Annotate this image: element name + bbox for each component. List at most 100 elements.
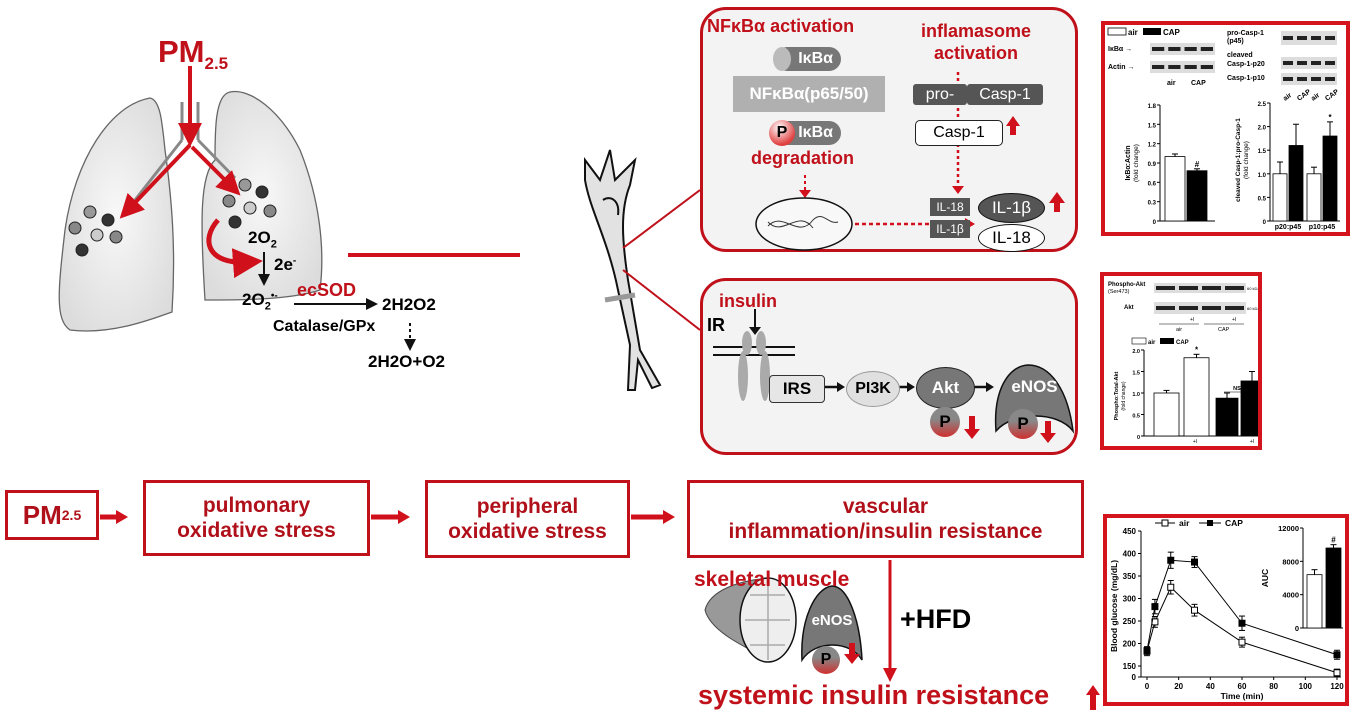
bar — [1215, 397, 1239, 437]
dna-nucleus — [755, 197, 853, 251]
ikba-oval — [773, 47, 791, 71]
blot-band — [1225, 286, 1244, 290]
significance-label: # — [1195, 160, 1200, 169]
left-lung — [58, 97, 175, 332]
dna-icon — [767, 216, 839, 228]
data-point — [1143, 647, 1151, 655]
il1b-product: IL-1β — [978, 193, 1045, 223]
blot-label-actin: Actin → — [1108, 64, 1134, 71]
outcome-up-arrow — [1086, 685, 1100, 710]
blot-band — [1156, 306, 1175, 310]
y-axis-label: cleaved Casp-1:pro-Casp-1 — [1235, 118, 1242, 202]
legend-air-label: air — [1148, 340, 1156, 346]
y-tick-label: 0.6 — [1148, 181, 1157, 187]
blot-band — [1184, 47, 1197, 51]
blot-band — [1200, 65, 1213, 69]
y-tick-label: 0.5 — [1258, 196, 1267, 202]
blot-lane-label: air — [1310, 92, 1321, 103]
degradation-label: degradation — [751, 148, 855, 168]
connector-bottom — [622, 269, 700, 331]
blot-band — [1200, 47, 1213, 51]
blot-lane-label: CAP — [1324, 88, 1340, 102]
y-axis-label: IκBα:Actin — [1125, 145, 1132, 180]
ikba-blot — [1150, 43, 1215, 55]
connector-top — [622, 189, 700, 249]
p20-blot — [1281, 57, 1337, 69]
pi3k-node: PI3K — [846, 371, 900, 407]
akt-phospho-badge: P — [930, 407, 960, 437]
blot-label-procasp: pro-Casp-1 — [1227, 30, 1264, 37]
down-arrow-enos — [1040, 421, 1056, 443]
y-tick-label: 350 — [1123, 572, 1137, 581]
y-tick-label: 1.8 — [1148, 104, 1157, 110]
y-tick-label: 150 — [1123, 662, 1137, 671]
y-tick-label: 450 — [1123, 527, 1137, 536]
blot-band — [1297, 77, 1307, 81]
legend-air-label: air — [1179, 518, 1190, 528]
il18-tag: IL-18 — [930, 198, 970, 216]
x-tick-label: p20:p45 — [1275, 224, 1302, 231]
blot-band — [1202, 306, 1221, 310]
data-point — [1238, 619, 1246, 627]
irs-node: IRS — [769, 375, 825, 403]
blot-band — [1184, 65, 1197, 69]
blot-label-phospho: Phospho-Akt — [1108, 282, 1145, 288]
bar — [1325, 547, 1342, 629]
inset-y-tick-label: 0 — [1295, 624, 1299, 633]
bar — [1306, 173, 1322, 222]
y-axis-label: Phospho:Total-Akt — [1114, 371, 1120, 420]
x-tick-label: 100 — [1299, 682, 1313, 691]
inset-y-tick-label: 4000 — [1282, 591, 1299, 600]
il1b-tag: IL-1β — [930, 220, 970, 238]
blot-band — [1325, 77, 1335, 81]
y-tick-label: 0.3 — [1148, 201, 1157, 207]
data-point — [1191, 558, 1198, 566]
blot-lane-label: air — [1282, 92, 1293, 103]
ir-label: IR — [707, 315, 725, 335]
up-arrow-il1b — [1049, 192, 1065, 212]
pro-casp1-segment: Casp-1 — [967, 84, 1043, 105]
trachea — [133, 102, 237, 201]
blot-band — [1152, 65, 1165, 69]
bar — [1186, 170, 1208, 222]
y-tick-label: 0 — [1132, 673, 1137, 682]
blot-band — [1325, 61, 1335, 65]
y-tick-label: 1.0 — [1258, 173, 1267, 179]
x-tick-label: 40 — [1206, 682, 1215, 691]
y-tick-label: 1.5 — [1258, 149, 1267, 155]
y-tick-label: 400 — [1123, 550, 1137, 559]
bar — [1288, 145, 1304, 222]
legend-air-marker — [1161, 519, 1169, 527]
x-tick-label: p10:p45 — [1309, 224, 1336, 231]
pm-text: PM — [158, 34, 205, 69]
blot-band — [1168, 47, 1181, 51]
blot-group-cap: CAP — [1218, 327, 1230, 333]
y-tick-label: 300 — [1123, 595, 1137, 604]
data-point — [1151, 603, 1159, 611]
significance-label: * — [1328, 113, 1332, 122]
significance-label: * — [1195, 345, 1199, 354]
y-axis-label: Blood glucose (mg/dL) — [1109, 560, 1119, 652]
data-point — [1333, 669, 1341, 677]
data-point — [1191, 606, 1198, 614]
y-tick-label: 0 — [1153, 220, 1157, 226]
hfd-label: +HFD — [900, 604, 972, 634]
superoxide-label: 2O2•- — [242, 290, 278, 313]
o2-label: 2O2 — [248, 228, 277, 251]
muscle-enos-shape — [801, 585, 863, 663]
y-tick-label: 1.5 — [1132, 371, 1140, 377]
x-tick-label: 120 — [1330, 682, 1344, 691]
legend-cap-swatch — [1160, 338, 1174, 344]
insulin-receptor — [738, 351, 748, 401]
catalase-label: Catalase/GPx — [273, 318, 376, 335]
inset-y-tick-label: 8000 — [1282, 557, 1299, 566]
y-axis-label-2: (fold change) — [1243, 141, 1250, 179]
il18-product: IL-18 — [978, 224, 1045, 252]
enos-label: eNOS — [1011, 377, 1058, 396]
outcome-label: systemic insulin resistance — [698, 680, 1050, 710]
